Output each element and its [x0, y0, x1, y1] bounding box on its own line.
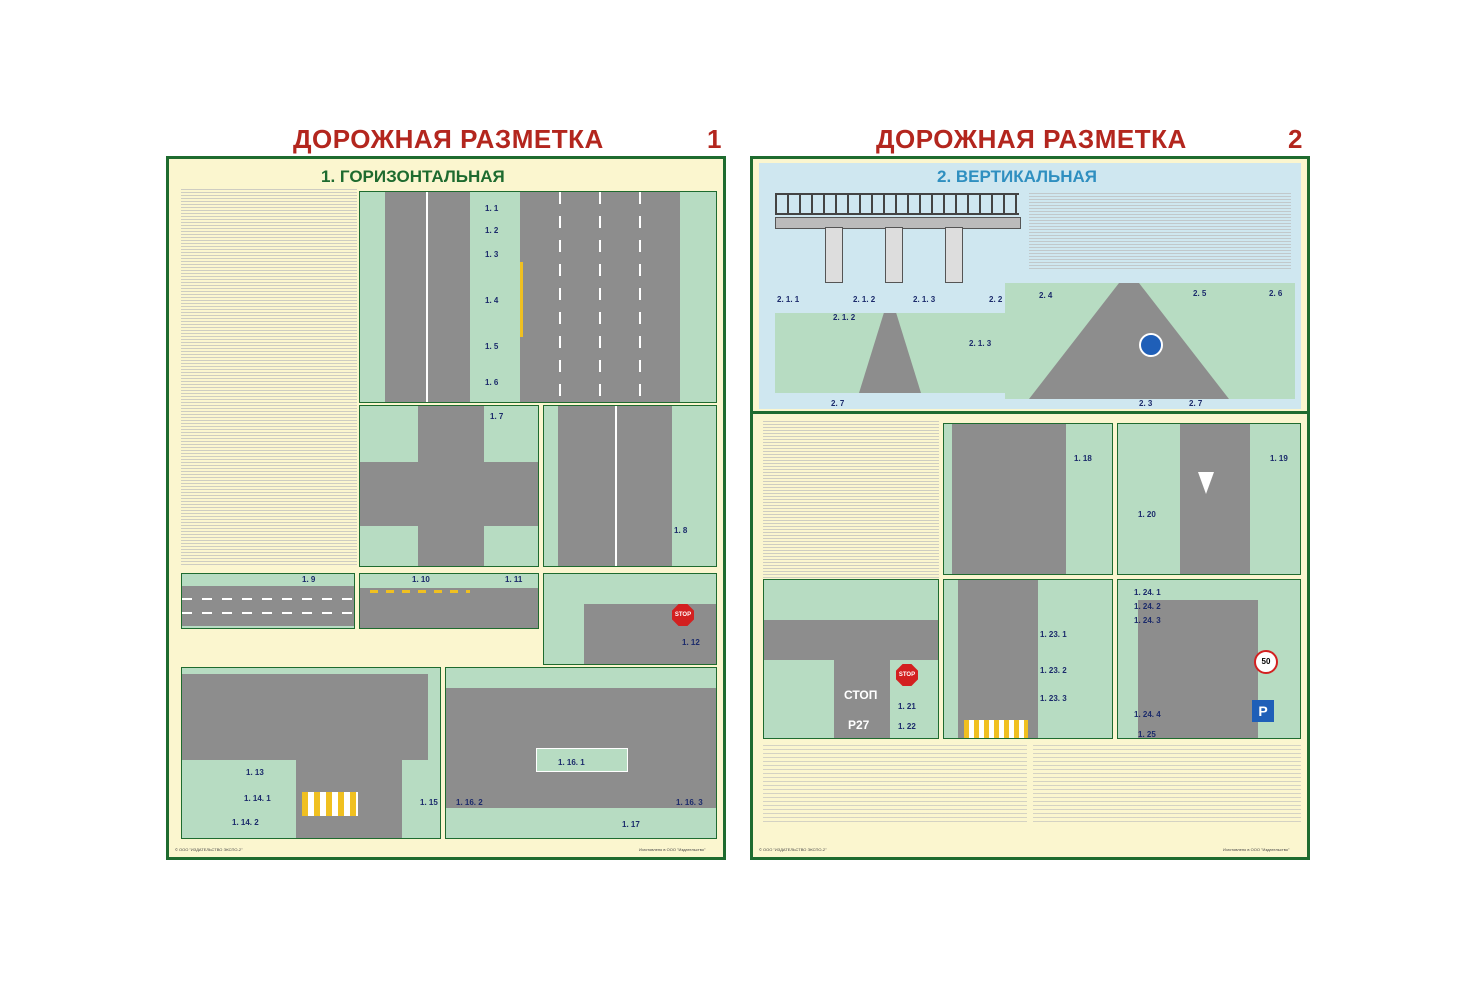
- left-subtitle: 1. ГОРИЗОНТАЛЬНАЯ: [321, 167, 505, 186]
- label-1-23-3: 1. 23. 3: [1040, 694, 1067, 703]
- label-1-13: 1. 13: [246, 768, 264, 777]
- label-1-15: 1. 15: [420, 798, 438, 807]
- left-poster: 1. ГОРИЗОНТАЛЬНАЯ 1. 1 1. 2 1. 3 1. 4 1.…: [166, 156, 726, 860]
- right-poster-number: 2: [1288, 124, 1303, 154]
- label-2-3: 2. 3: [1139, 399, 1153, 408]
- label-1-24-2: 1. 24. 2: [1134, 602, 1161, 611]
- right-subtitle: 2. ВЕРТИКАЛЬНАЯ: [937, 167, 1098, 186]
- panel-1-18: 1. 18: [943, 423, 1113, 575]
- right-footer-right: Изготовлено в ООО "Издательство": [1223, 847, 1290, 852]
- label-2-1-2-b: 2. 1. 2: [833, 313, 856, 322]
- label-2-7-b: 2. 7: [1189, 399, 1203, 408]
- panel-1-10-1-11: 1. 10 1. 11: [359, 573, 539, 629]
- label-1-20: 1. 20: [1138, 510, 1156, 519]
- label-1-24-1: 1. 24. 1: [1134, 588, 1161, 597]
- label-1-4: 1. 4: [485, 296, 499, 305]
- label-1-6: 1. 6: [485, 378, 499, 387]
- label-2-6: 2. 6: [1269, 289, 1283, 298]
- vertical-description-text: [1029, 193, 1291, 273]
- label-1-3: 1. 3: [485, 250, 499, 259]
- notes-left: [763, 745, 1027, 825]
- panel-1-24: 50 P 1. 24. 1 1. 24. 2 1. 24. 3 1. 24. 4…: [1117, 579, 1301, 739]
- panel-crosswalks: 1. 13 1. 14. 1 1. 14. 2 1. 15: [181, 667, 441, 839]
- label-1-11: 1. 11: [505, 575, 523, 584]
- left-poster-number: 1: [707, 124, 722, 154]
- road-text-p27: P27: [848, 718, 870, 732]
- right-poster: 2. ВЕРТИКАЛЬНАЯ 2. 1. 1 2. 1. 2 2. 1. 3 …: [750, 156, 1310, 860]
- panel-arrows-1-8: 1. 8: [543, 405, 717, 567]
- label-1-14-1: 1. 14. 1: [244, 794, 271, 803]
- label-1-14-2: 1. 14. 2: [232, 818, 259, 827]
- label-1-5: 1. 5: [485, 342, 499, 351]
- label-2-5: 2. 5: [1193, 289, 1207, 298]
- label-1-1: 1. 1: [485, 204, 499, 213]
- right-description-text: [763, 421, 939, 611]
- left-poster-title: ДОРОЖНАЯ РАЗМЕТКА: [293, 124, 604, 154]
- label-2-1-2: 2. 1. 2: [853, 295, 876, 304]
- label-1-25: 1. 25: [1138, 730, 1156, 739]
- label-1-8: 1. 8: [674, 526, 688, 535]
- road-text-stop: СТОП: [844, 688, 878, 702]
- label-1-17: 1. 17: [622, 820, 640, 829]
- speed-limit-sign: 50: [1254, 650, 1278, 674]
- label-1-21: 1. 21: [898, 702, 916, 711]
- stop-sign-icon-right: STOP: [896, 664, 918, 686]
- left-footer-left: © ООО "ИЗДАТЕЛЬСТВО ЭКСПО-2": [175, 847, 243, 852]
- label-1-16-1: 1. 16. 1: [558, 758, 585, 767]
- left-description-text: [181, 189, 357, 569]
- label-1-12: 1. 12: [682, 638, 700, 647]
- label-1-16-2: 1. 16. 2: [456, 798, 483, 807]
- label-1-18: 1. 18: [1074, 454, 1092, 463]
- panel-lines-1-1-to-1-6: 1. 1 1. 2 1. 3 1. 4 1. 5 1. 6: [359, 191, 717, 403]
- panel-1-19-1-20: 1. 20 1. 19: [1117, 423, 1301, 575]
- label-2-1-3: 2. 1. 3: [913, 295, 936, 304]
- label-1-9: 1. 9: [302, 575, 316, 584]
- left-footer-right: Изготовлено в ООО "Издательство": [639, 847, 706, 852]
- vertical-marking-section: 2. ВЕРТИКАЛЬНАЯ 2. 1. 1 2. 1. 2 2. 1. 3 …: [759, 163, 1301, 409]
- label-1-7: 1. 7: [490, 412, 504, 421]
- label-2-1-1: 2. 1. 1: [777, 295, 800, 304]
- label-1-10: 1. 10: [412, 575, 430, 584]
- label-1-16-3: 1. 16. 3: [676, 798, 703, 807]
- stop-sign-icon: STOP: [672, 604, 694, 626]
- panel-1-9: 1. 9: [181, 573, 355, 629]
- panel-1-21-1-22: СТОП P27 STOP 1. 21 1. 22: [763, 579, 939, 739]
- panel-islands: 1. 16. 1 1. 16. 2 1. 16. 3 1. 17: [445, 667, 717, 839]
- label-1-2: 1. 2: [485, 226, 499, 235]
- notes-right: [1033, 745, 1301, 825]
- label-1-24-4: 1. 24. 4: [1134, 710, 1161, 719]
- label-2-1-3-b: 2. 1. 3: [969, 339, 992, 348]
- right-footer-left: © ООО "ИЗДАТЕЛЬСТВО ЭКСПО-2": [759, 847, 827, 852]
- label-2-4: 2. 4: [1039, 291, 1053, 300]
- label-1-22: 1. 22: [898, 722, 916, 731]
- panel-1-23: 1. 23. 1 1. 23. 2 1. 23. 3: [943, 579, 1113, 739]
- panel-1-12: STOP 1. 12: [543, 573, 717, 665]
- right-poster-title: ДОРОЖНАЯ РАЗМЕТКА: [876, 124, 1187, 154]
- parking-sign: P: [1252, 700, 1274, 722]
- label-2-2: 2. 2: [989, 295, 1003, 304]
- label-1-19: 1. 19: [1270, 454, 1288, 463]
- label-1-24-3: 1. 24. 3: [1134, 616, 1161, 625]
- label-1-23-1: 1. 23. 1: [1040, 630, 1067, 639]
- label-1-23-2: 1. 23. 2: [1040, 666, 1067, 675]
- panel-intersection-1-7: 1. 7: [359, 405, 539, 567]
- label-2-7-a: 2. 7: [831, 399, 845, 408]
